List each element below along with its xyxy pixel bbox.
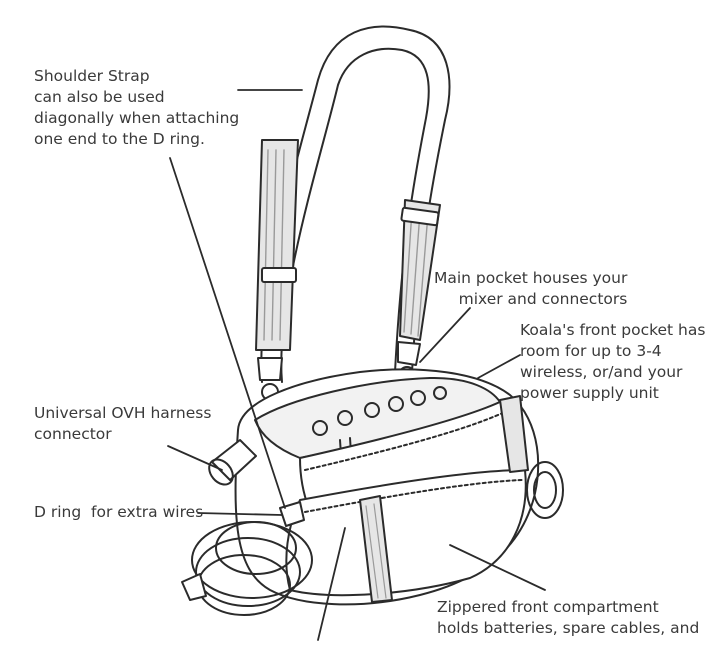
shoulder-strap-label-line-2: can also be used <box>34 88 165 106</box>
ovh-connector-label: Universal OVH harness connector <box>34 403 211 445</box>
ovh-connector-label-line-1: Universal OVH harness <box>34 404 212 422</box>
shoulder-strap-label-line-1: Shoulder Strap <box>34 67 150 85</box>
shoulder-strap-label: Shoulder Strap can also be used diagonal… <box>34 66 239 150</box>
shoulder-strap <box>255 25 451 383</box>
shoulder-strap-label-line-4: one end to the D ring. <box>34 130 205 148</box>
main-pocket-label-line-1: Main pocket houses your <box>434 269 628 287</box>
leader-lines <box>167 89 546 641</box>
shoulder-strap-label-line-3: diagonally when attaching <box>34 109 240 127</box>
cable-coils <box>181 521 313 616</box>
zippered-compartment-label: Zippered front compartment holds batteri… <box>437 597 699 639</box>
zippered-compartment-label-line-2: holds batteries, spare cables, and <box>437 619 700 637</box>
front-pocket-label-line-3: wireless, or/and your <box>520 363 683 381</box>
ovh-connector-label-line-2: connector <box>34 425 112 443</box>
bag-body <box>208 368 564 606</box>
main-pocket-label-line-2: mixer and connectors <box>458 290 628 308</box>
front-pocket-label-line-4: power supply unit <box>520 384 659 402</box>
d-ring-label-line-1: D ring for extra wires <box>34 503 204 521</box>
front-pocket-label-line-1: Koala's front pocket has <box>520 321 706 339</box>
main-pocket-label: Main pocket houses your mixer and connec… <box>434 268 627 310</box>
d-ring-label: D ring for extra wires <box>34 502 203 523</box>
front-pocket-label-line-2: room for up to 3-4 <box>520 342 662 360</box>
zippered-compartment-label-line-1: Zippered front compartment <box>437 598 659 616</box>
front-pocket-label: Koala's front pocket has room for up to … <box>520 320 705 404</box>
